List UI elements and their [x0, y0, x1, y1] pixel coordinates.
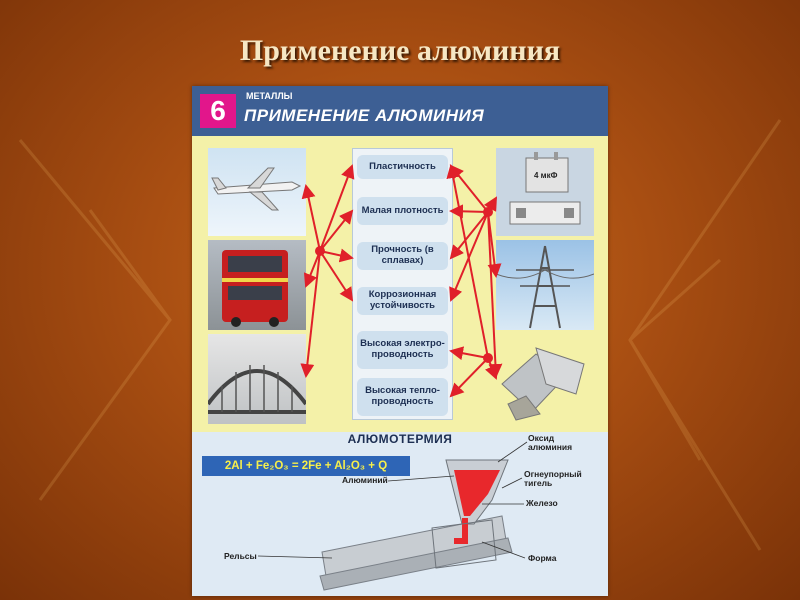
capacitor-icon [509, 152, 581, 225]
slide-title: Применение алюминия [239, 34, 561, 67]
properties-column: Пластичность Малая плотность Прочность (… [352, 148, 453, 420]
connection-arrows [300, 164, 503, 398]
bus-photo [208, 240, 306, 330]
airplane-icon [211, 167, 302, 211]
airplane-photo [208, 148, 306, 236]
poster-title: ПРИМЕНЕНИЕ АЛЮМИНИЯ [244, 106, 485, 125]
power-tower-icon [496, 245, 594, 329]
poster: 6 МЕТАЛЛЫ ПРИМЕНЕНИЕ АЛЮМИНИЯ [192, 86, 608, 596]
bridge-photo [208, 334, 306, 424]
reaction-formula: 2Al + Fe₂O₃ = 2Fe + Al₂O₃ + Q [202, 456, 410, 476]
label-crucible: Огнеупорный тигель [524, 469, 582, 489]
power-line-photo [496, 240, 594, 330]
property-corrosion-resistance: Коррозионная устойчивость [357, 287, 448, 315]
label-iron: Железо [526, 498, 558, 508]
property-strength: Прочность (в сплавах) [357, 242, 448, 270]
aluminothermy-panel: АЛЮМОТЕРМИЯ 2Al + Fe₂O₃ = 2Fe + Al₂O₃ + … [192, 432, 608, 596]
property-plasticity: Пластичность [357, 155, 448, 179]
label-form: Форма [528, 553, 557, 563]
property-low-density: Малая плотность [357, 197, 448, 225]
background-leaf-decoration [18, 119, 782, 551]
property-thermal-conductivity: Высокая тепло-проводность [357, 378, 448, 416]
poster-number: 6 [200, 94, 236, 128]
aluminothermy-title: АЛЮМОТЕРМИЯ [347, 432, 453, 446]
capacitor-label: 4 мкФ [534, 171, 558, 180]
capacitor-photo: 4 мкФ [496, 148, 594, 236]
crucible-rail-diagram [257, 441, 528, 591]
label-aluminum-oxide: Оксид алюминия [528, 433, 573, 453]
label-aluminum: Алюминий [342, 475, 388, 485]
foil-photo [496, 334, 594, 424]
poster-subject: МЕТАЛЛЫ [246, 91, 293, 101]
bus-icon [222, 250, 288, 327]
property-electrical-conductivity: Высокая электро-проводность [357, 331, 448, 369]
bridge-icon [208, 365, 306, 414]
foil-icon [501, 347, 585, 421]
label-rails: Рельсы [224, 551, 257, 561]
poster-header: 6 МЕТАЛЛЫ ПРИМЕНЕНИЕ АЛЮМИНИЯ [192, 86, 608, 136]
